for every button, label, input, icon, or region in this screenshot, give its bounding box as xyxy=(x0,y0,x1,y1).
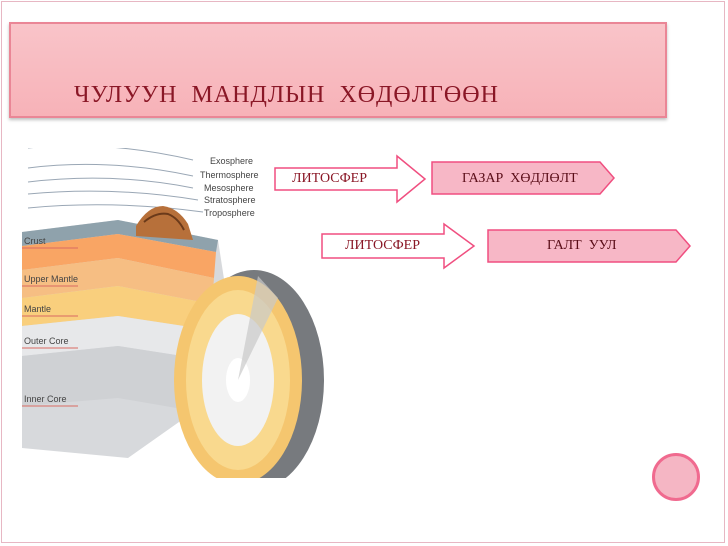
earthquake-box xyxy=(431,161,615,195)
lithosphere-label-1: ЛИТОСФЕР xyxy=(292,171,367,186)
label-thermosphere: Thermosphere xyxy=(200,170,259,180)
label-exosphere: Exosphere xyxy=(210,156,253,166)
slide-title: ЧУЛУУН МАНДЛЫН ХӨДӨЛГӨӨН xyxy=(74,82,499,108)
lithosphere-arrow-1 xyxy=(274,154,427,204)
volcano-box xyxy=(487,229,691,263)
label-inner-core: Inner Core xyxy=(24,394,67,404)
label-troposphere: Troposphere xyxy=(204,208,255,218)
earth-layers-illustration: Exosphere Thermosphere Mesosphere Strato… xyxy=(22,148,324,478)
decorative-circle xyxy=(652,453,700,501)
lithosphere-label-2: ЛИТОСФЕР xyxy=(345,238,420,253)
label-mesosphere: Mesosphere xyxy=(204,183,254,193)
label-mantle: Mantle xyxy=(24,304,51,314)
earthquake-label: ГАЗАР ХӨДЛӨЛТ xyxy=(462,171,578,186)
volcano-label: ГАЛТ УУЛ xyxy=(547,238,617,253)
lithosphere-arrow-2 xyxy=(321,222,476,270)
title-band xyxy=(9,22,667,118)
label-stratosphere: Stratosphere xyxy=(204,195,256,205)
label-outer-core: Outer Core xyxy=(24,336,69,346)
label-crust: Crust xyxy=(24,236,46,246)
label-upper-mantle: Upper Mantle xyxy=(24,274,78,284)
